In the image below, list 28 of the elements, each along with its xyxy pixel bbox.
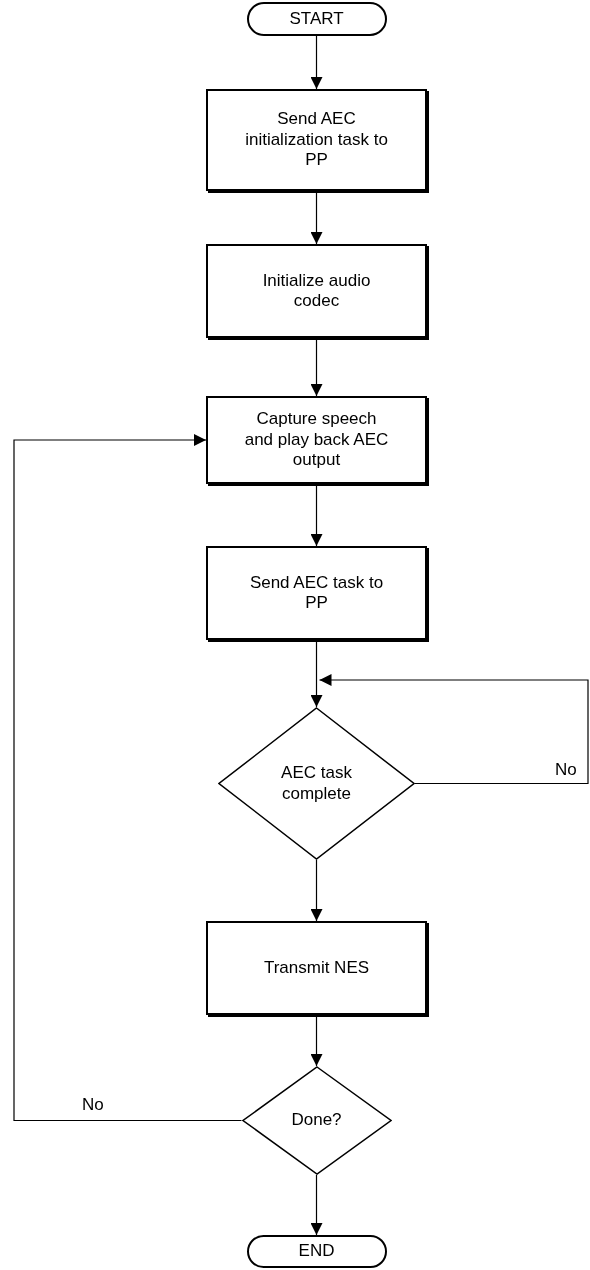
- edge-label: No: [80, 1096, 106, 1113]
- node-label: AEC task complete: [280, 763, 353, 804]
- decision-diamond: [241, 1066, 392, 1175]
- arrow: [310, 337, 323, 397]
- node-label: Initialize audio codec: [261, 270, 372, 312]
- process-box: [206, 89, 427, 191]
- node-label: Done?: [291, 1110, 342, 1131]
- process-box: [206, 921, 427, 1015]
- process-box: [206, 546, 427, 640]
- arrow: [310, 639, 323, 708]
- arrow: [310, 1174, 323, 1236]
- arrow: [13, 434, 243, 1122]
- process-box: [206, 396, 427, 484]
- arrow: [310, 1014, 323, 1067]
- arrow: [310, 483, 323, 547]
- node-label: START: [289, 8, 344, 30]
- node-label: END: [298, 1241, 335, 1262]
- arrow: [310, 859, 323, 922]
- node-label: Capture speech and play back AEC output: [243, 409, 390, 471]
- arrow: [310, 190, 323, 245]
- edge-label: No: [553, 761, 579, 778]
- arrow: [318, 674, 589, 785]
- node-label: Send AEC initialization task to PP: [244, 109, 389, 171]
- decision-diamond: [218, 707, 415, 860]
- node-label: Send AEC task to PP: [248, 572, 385, 614]
- arrow: [310, 35, 323, 90]
- node-label: Transmit NES: [263, 957, 370, 979]
- process-box: [206, 244, 427, 338]
